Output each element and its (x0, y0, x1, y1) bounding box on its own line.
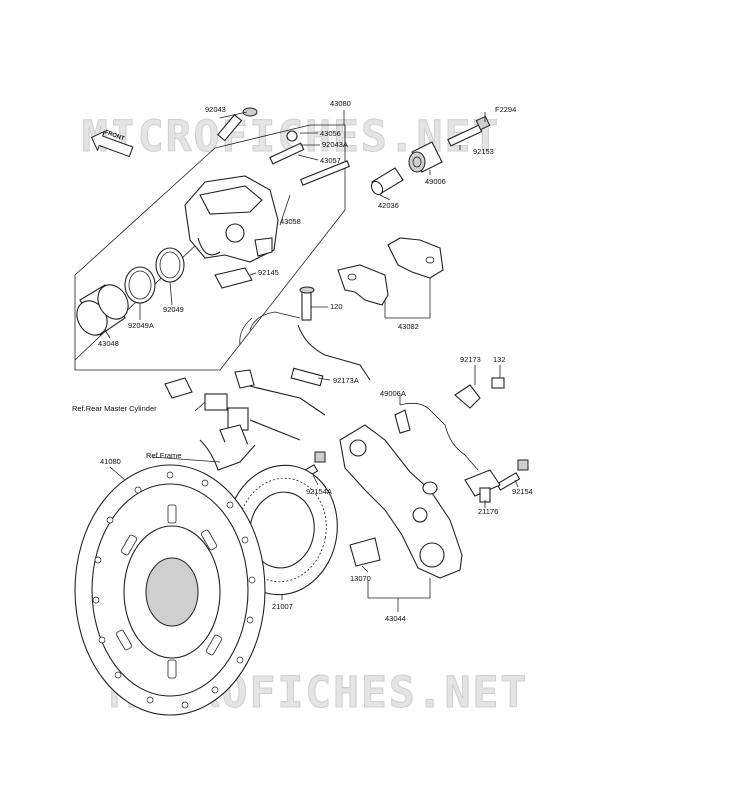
part-92173[interactable]: 92173 (460, 355, 481, 364)
part-43048[interactable]: 43048 (98, 339, 119, 348)
seal-92049A (124, 266, 156, 304)
part-92043A[interactable]: 92043A (322, 140, 348, 149)
part-42036[interactable]: 42036 (378, 201, 399, 210)
part-21007[interactable]: 21007 (272, 602, 293, 611)
seal-92049 (155, 247, 185, 283)
part-41080[interactable]: 41080 (100, 457, 121, 466)
part-92043[interactable]: 92043 (205, 105, 226, 114)
part-92049[interactable]: 92049 (163, 305, 184, 314)
master-cylinder-fitting (164, 377, 256, 471)
piston-43048 (76, 284, 129, 336)
ref-frame[interactable]: Ref.Frame (146, 451, 182, 460)
bracket-92173 (454, 365, 505, 409)
caliper-bracket-43044 (339, 409, 463, 579)
bolt-92043 (217, 107, 258, 142)
brake-hose (234, 311, 371, 441)
part-13070[interactable]: 13070 (350, 574, 371, 583)
part-43057[interactable]: 43057 (320, 156, 341, 165)
bush-49006 (408, 141, 443, 173)
part-92153[interactable]: 92153 (473, 147, 494, 156)
sleeve-42036 (370, 167, 404, 196)
part-43082[interactable]: 43082 (398, 322, 419, 331)
clip-13070 (349, 537, 381, 567)
part-F2294[interactable]: F2294 (495, 105, 517, 114)
part-92154[interactable]: 92154 (512, 487, 533, 496)
bolt-92153 (447, 115, 491, 147)
part-21176[interactable]: 21176 (478, 507, 499, 516)
bleed-valve-120 (299, 286, 328, 321)
part-43056[interactable]: 43056 (320, 129, 341, 138)
clip-92145 (214, 267, 253, 289)
part-92173A[interactable]: 92173A (333, 376, 359, 385)
part-132[interactable]: 132 (493, 355, 506, 364)
brake-pads-43082 (337, 237, 444, 319)
brake-disc-41080 (74, 464, 266, 716)
pad-spring-43057 (269, 130, 305, 165)
part-92154A[interactable]: 92154A (306, 487, 332, 496)
part-43044[interactable]: 43044 (385, 614, 406, 623)
ref-rear-master-cylinder[interactable]: Ref.Rear Master Cylinder (72, 404, 157, 413)
part-92145[interactable]: 92145 (258, 268, 279, 277)
part-92049A[interactable]: 92049A (128, 321, 154, 330)
abs-sensor-21176 (464, 469, 501, 503)
part-43080[interactable]: 43080 (330, 99, 351, 108)
part-43058[interactable]: 43058 (280, 217, 301, 226)
part-120[interactable]: 120 (330, 302, 343, 311)
part-49006A[interactable]: 49006A (380, 389, 406, 398)
sensor-wire (399, 402, 479, 471)
bolt-92154 (496, 459, 529, 491)
front-arrow-icon (90, 130, 134, 158)
part-49006[interactable]: 49006 (425, 177, 446, 186)
pin-43058 (299, 160, 351, 186)
caliper-body (184, 175, 279, 263)
